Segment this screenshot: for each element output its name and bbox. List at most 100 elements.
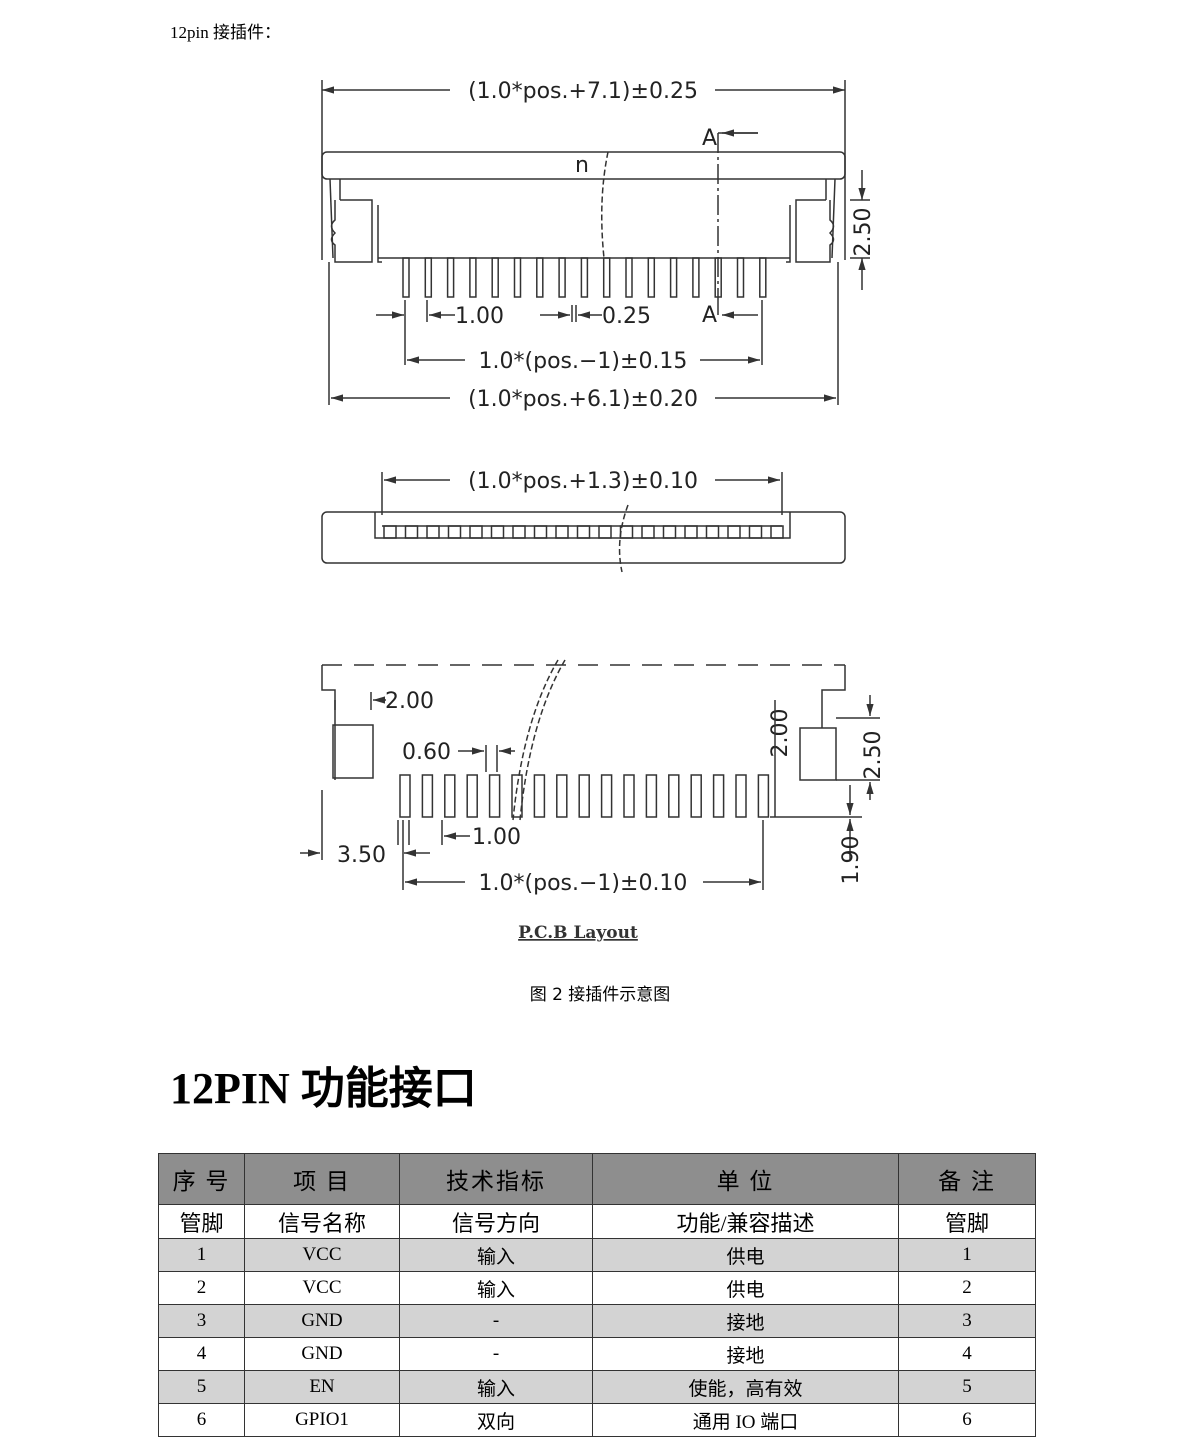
table-cell: 输入 xyxy=(399,1370,593,1404)
connector-drawing: (1.0*pos.+7.1)±0.25 n A A 2.50 1.00 0.25… xyxy=(300,79,886,943)
table-cell: - xyxy=(399,1304,593,1338)
dim-top-overall: (1.0*pos.+7.1)±0.25 xyxy=(468,79,698,104)
contact-slot xyxy=(727,525,741,539)
table-cell: GPIO1 xyxy=(244,1403,400,1437)
pcb-pad xyxy=(556,774,568,818)
pin xyxy=(491,257,499,298)
table-cell: 输入 xyxy=(399,1271,593,1305)
contact-slot xyxy=(490,525,505,539)
header-cell: 备 注 xyxy=(898,1153,1036,1205)
contact-slot xyxy=(426,525,440,539)
pin xyxy=(536,257,544,298)
header-cell: 信号名称 xyxy=(244,1204,400,1239)
dim-pin-span: 1.0*(pos.−1)±0.15 xyxy=(479,349,688,374)
pin xyxy=(446,257,455,298)
pin xyxy=(513,257,522,298)
pin-table: 序 号 项 目 技术指标 单 位 备 注 管脚 信号名称 信号方向 功能/兼容描… xyxy=(158,1153,1036,1437)
n-label: n xyxy=(575,153,589,178)
table-cell: 6 xyxy=(898,1403,1036,1437)
pin xyxy=(558,257,566,298)
pcb-pad xyxy=(533,774,546,818)
contact-slot xyxy=(404,525,419,539)
dim-body-width: (1.0*pos.+6.1)±0.20 xyxy=(468,387,698,412)
contact-slot xyxy=(555,525,569,539)
pcb-pad xyxy=(735,774,747,818)
figure-caption: 图 2 接插件示意图 xyxy=(529,985,671,1005)
table-cell: EN xyxy=(244,1370,400,1404)
pcb-pad xyxy=(511,774,523,818)
table-cell: GND xyxy=(244,1337,400,1371)
pin xyxy=(692,257,700,298)
pin xyxy=(625,257,633,298)
table-cell: 通用 IO 端口 xyxy=(592,1403,899,1437)
table-cell: 3 xyxy=(898,1304,1036,1338)
dim-pcb-190: 1.90 xyxy=(839,836,864,885)
table-cell: 2 xyxy=(158,1271,245,1305)
header-cell: 单 位 xyxy=(592,1153,899,1205)
pcb-pad xyxy=(421,774,434,818)
table-cell: - xyxy=(399,1337,593,1371)
contact-slot xyxy=(705,525,720,539)
pcb-layout: 2.00 0.60 2.00 2.50 1.90 1.00 3.50 1.0*(… xyxy=(300,659,886,943)
dim-pitch: 1.00 xyxy=(455,304,504,329)
section-a-top: A xyxy=(702,126,717,151)
pcb-pad xyxy=(466,774,478,818)
header-cell: 技术指标 xyxy=(399,1153,593,1205)
pcb-pad xyxy=(399,774,411,818)
contact-slot xyxy=(684,525,698,539)
header-cell: 序 号 xyxy=(158,1153,245,1205)
header-cell: 管脚 xyxy=(158,1204,245,1239)
table-cell: 6 xyxy=(158,1403,245,1437)
table-cell: 1 xyxy=(158,1238,245,1272)
top-view: (1.0*pos.+7.1)±0.25 n A A 2.50 1.00 0.25… xyxy=(321,79,876,412)
pin xyxy=(424,257,433,298)
pcb-pad xyxy=(578,774,590,818)
pin xyxy=(759,257,767,298)
table-cell: 供电 xyxy=(592,1238,899,1272)
table-cell: 接地 xyxy=(592,1337,899,1371)
header-cell: 管脚 xyxy=(898,1204,1036,1239)
pcb-pad xyxy=(668,774,680,818)
pcb-pad xyxy=(488,774,501,818)
table-cell: 5 xyxy=(898,1370,1036,1404)
table-cell: 4 xyxy=(898,1337,1036,1371)
pcb-layout-title: P.C.B Layout xyxy=(518,923,638,943)
pin xyxy=(402,257,410,298)
dim-pcb-060: 0.60 xyxy=(402,740,451,765)
dim-pcb-200-h: 2.00 xyxy=(385,689,434,714)
dim-pin-width: 0.25 xyxy=(602,304,651,329)
contact-slot xyxy=(662,525,677,539)
table-cell: VCC xyxy=(244,1271,400,1305)
dim-height-250: 2.50 xyxy=(851,208,876,257)
header-cell: 功能/兼容描述 xyxy=(592,1204,899,1239)
pin xyxy=(580,257,589,298)
contact-slot xyxy=(383,525,397,539)
contact-slot xyxy=(770,525,784,539)
table-cell: 2 xyxy=(898,1271,1036,1305)
table-cell: 输入 xyxy=(399,1238,593,1272)
dim-slot-width: (1.0*pos.+1.3)±0.10 xyxy=(468,469,698,494)
pcb-pad xyxy=(690,774,702,818)
table-cell: 接地 xyxy=(592,1304,899,1338)
pcb-pad xyxy=(645,774,658,818)
contact-slot xyxy=(447,525,462,539)
dim-pcb-200-v: 2.00 xyxy=(768,709,793,758)
table-cell: GND xyxy=(244,1304,400,1338)
contact-slot xyxy=(641,525,655,539)
header-row-2: 管脚 信号名称 信号方向 功能/兼容描述 管脚 xyxy=(158,1204,1036,1239)
pin xyxy=(602,257,611,298)
contact-slot xyxy=(533,525,548,539)
pin xyxy=(647,257,656,298)
pcb-pad xyxy=(757,774,770,818)
header-cell: 信号方向 xyxy=(399,1204,593,1239)
pcb-pad xyxy=(600,774,613,818)
dim-pcb-250-v: 2.50 xyxy=(861,731,886,780)
section-heading: 12PIN 功能接口 xyxy=(170,1064,477,1113)
contact-slot xyxy=(576,525,591,539)
pin xyxy=(669,257,678,298)
pin xyxy=(736,257,745,298)
